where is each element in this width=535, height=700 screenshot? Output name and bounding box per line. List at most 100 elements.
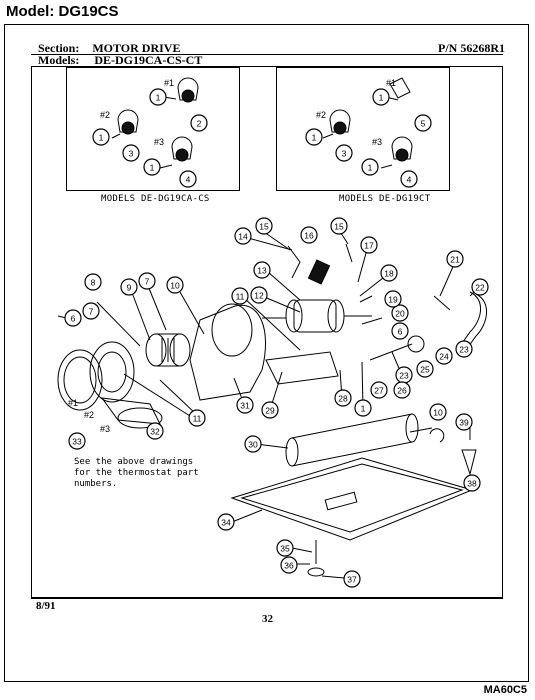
dryer-motor-assembly-drawing xyxy=(57,229,487,579)
part-callout: 17 xyxy=(360,236,378,254)
part-callout-number: 37 xyxy=(347,575,357,585)
part-callout: 27 xyxy=(370,381,388,399)
part-callout: 2 xyxy=(190,114,208,132)
part-callout: 7 xyxy=(82,302,100,320)
part-callout: 6 xyxy=(64,309,82,327)
part-callout-number: 4 xyxy=(407,175,412,185)
part-callout-number: 26 xyxy=(397,386,407,396)
part-callout: 13 xyxy=(253,261,271,279)
part-callout-number: 36 xyxy=(284,561,294,571)
part-callout: 3 xyxy=(122,144,140,162)
part-callout: 24 xyxy=(435,347,453,365)
position-tag: #3 xyxy=(100,424,110,434)
part-callout-number: 3 xyxy=(129,149,134,159)
position-tag: #2 xyxy=(84,410,94,420)
part-callout-number: 1 xyxy=(379,93,384,103)
section-label: Section: xyxy=(38,41,80,55)
part-callout-number: 7 xyxy=(89,307,94,317)
part-callout: 5 xyxy=(414,114,432,132)
part-callout: 10 xyxy=(429,403,447,421)
part-callout-number: 17 xyxy=(364,241,374,251)
part-callout: 23 xyxy=(455,340,473,358)
inset-right-caption: MODELS DE-DG19CT xyxy=(339,194,431,204)
part-callout: 38 xyxy=(463,474,481,492)
part-callout: 35 xyxy=(276,539,294,557)
section-row: Section: MOTOR DRIVE xyxy=(38,41,180,56)
part-callout-number: 7 xyxy=(145,277,150,287)
part-callout: 39 xyxy=(455,413,473,431)
part-callout: 4 xyxy=(179,170,197,188)
part-callout-number: 32 xyxy=(150,427,160,437)
part-callout-number: 33 xyxy=(72,437,82,447)
part-callout: 4 xyxy=(400,170,418,188)
part-callout-number: 12 xyxy=(254,291,264,301)
part-callout-number: 1 xyxy=(368,163,373,173)
part-callout-number: 23 xyxy=(459,345,469,355)
inset-left-box xyxy=(66,67,240,191)
part-callout-number: 4 xyxy=(186,175,191,185)
part-callout-number: 1 xyxy=(361,404,366,414)
revision-date: 8/91 xyxy=(36,600,56,612)
part-callout: 6 xyxy=(391,322,409,340)
part-callout: 18 xyxy=(380,264,398,282)
part-callout: 7 xyxy=(138,272,156,290)
divider xyxy=(31,598,503,599)
part-callout-number: 34 xyxy=(221,518,231,528)
part-callout: 1 xyxy=(149,88,167,106)
part-callout: 15 xyxy=(330,217,348,235)
part-callout-number: 3 xyxy=(342,149,347,159)
divider xyxy=(31,54,503,55)
part-callout: 30 xyxy=(244,435,262,453)
document-code: MA60C5 xyxy=(483,684,527,696)
position-tag: #2 xyxy=(100,110,110,120)
part-callout-number: 11 xyxy=(193,414,202,424)
position-tag: #1 xyxy=(386,78,396,88)
position-tag: #1 xyxy=(164,78,174,88)
models-label: Models: xyxy=(38,53,80,67)
part-callout-number: 19 xyxy=(388,295,398,305)
part-callout-number: 16 xyxy=(304,231,314,241)
part-callout: 28 xyxy=(334,389,352,407)
part-callout: 8 xyxy=(84,273,102,291)
part-callout: 26 xyxy=(393,381,411,399)
part-callout-number: 1 xyxy=(150,163,155,173)
part-callout: 1 xyxy=(372,88,390,106)
thermostat-note: See the above drawings for the thermosta… xyxy=(74,457,199,489)
part-callout: 1 xyxy=(361,158,379,176)
page-model-title: Model: DG19CS xyxy=(6,3,119,20)
part-callout-number: 15 xyxy=(334,222,344,232)
part-callout-number: 13 xyxy=(257,266,267,276)
part-callout-number: 35 xyxy=(280,544,290,554)
part-callout-number: 21 xyxy=(450,255,460,265)
part-callout-number: 38 xyxy=(467,479,477,489)
part-callout-number: 24 xyxy=(439,352,449,362)
part-callout: 16 xyxy=(300,226,318,244)
part-callout-number: 2 xyxy=(197,119,202,129)
part-callout-number: 22 xyxy=(475,283,485,293)
part-callout: 11 xyxy=(231,287,249,305)
models-value: DE-DG19CA-CS-CT xyxy=(94,53,203,67)
part-callout: 10 xyxy=(166,276,184,294)
part-callout: 11 xyxy=(188,409,206,427)
part-callout: 29 xyxy=(261,401,279,419)
part-callout: 25 xyxy=(416,360,434,378)
part-callout: 34 xyxy=(217,513,235,531)
part-callout: 33 xyxy=(68,432,86,450)
part-callout-number: 14 xyxy=(238,232,248,242)
part-callout-number: 23 xyxy=(399,371,409,381)
part-callout-number: 27 xyxy=(374,386,384,396)
part-callout-number: 1 xyxy=(312,133,317,143)
part-callout-number: 28 xyxy=(338,394,348,404)
part-callout-number: 31 xyxy=(240,401,250,411)
part-callout: 14 xyxy=(234,227,252,245)
part-callout-number: 1 xyxy=(156,93,161,103)
part-callout: 21 xyxy=(446,250,464,268)
part-callout: 1 xyxy=(143,158,161,176)
part-callout-number: 9 xyxy=(127,283,132,293)
part-callout: 36 xyxy=(280,556,298,574)
part-callout: 20 xyxy=(391,304,409,322)
inset-right-box xyxy=(276,67,450,191)
part-callout-number: 6 xyxy=(398,327,403,337)
page-number: 32 xyxy=(262,613,273,625)
part-callout: 23 xyxy=(395,366,413,384)
